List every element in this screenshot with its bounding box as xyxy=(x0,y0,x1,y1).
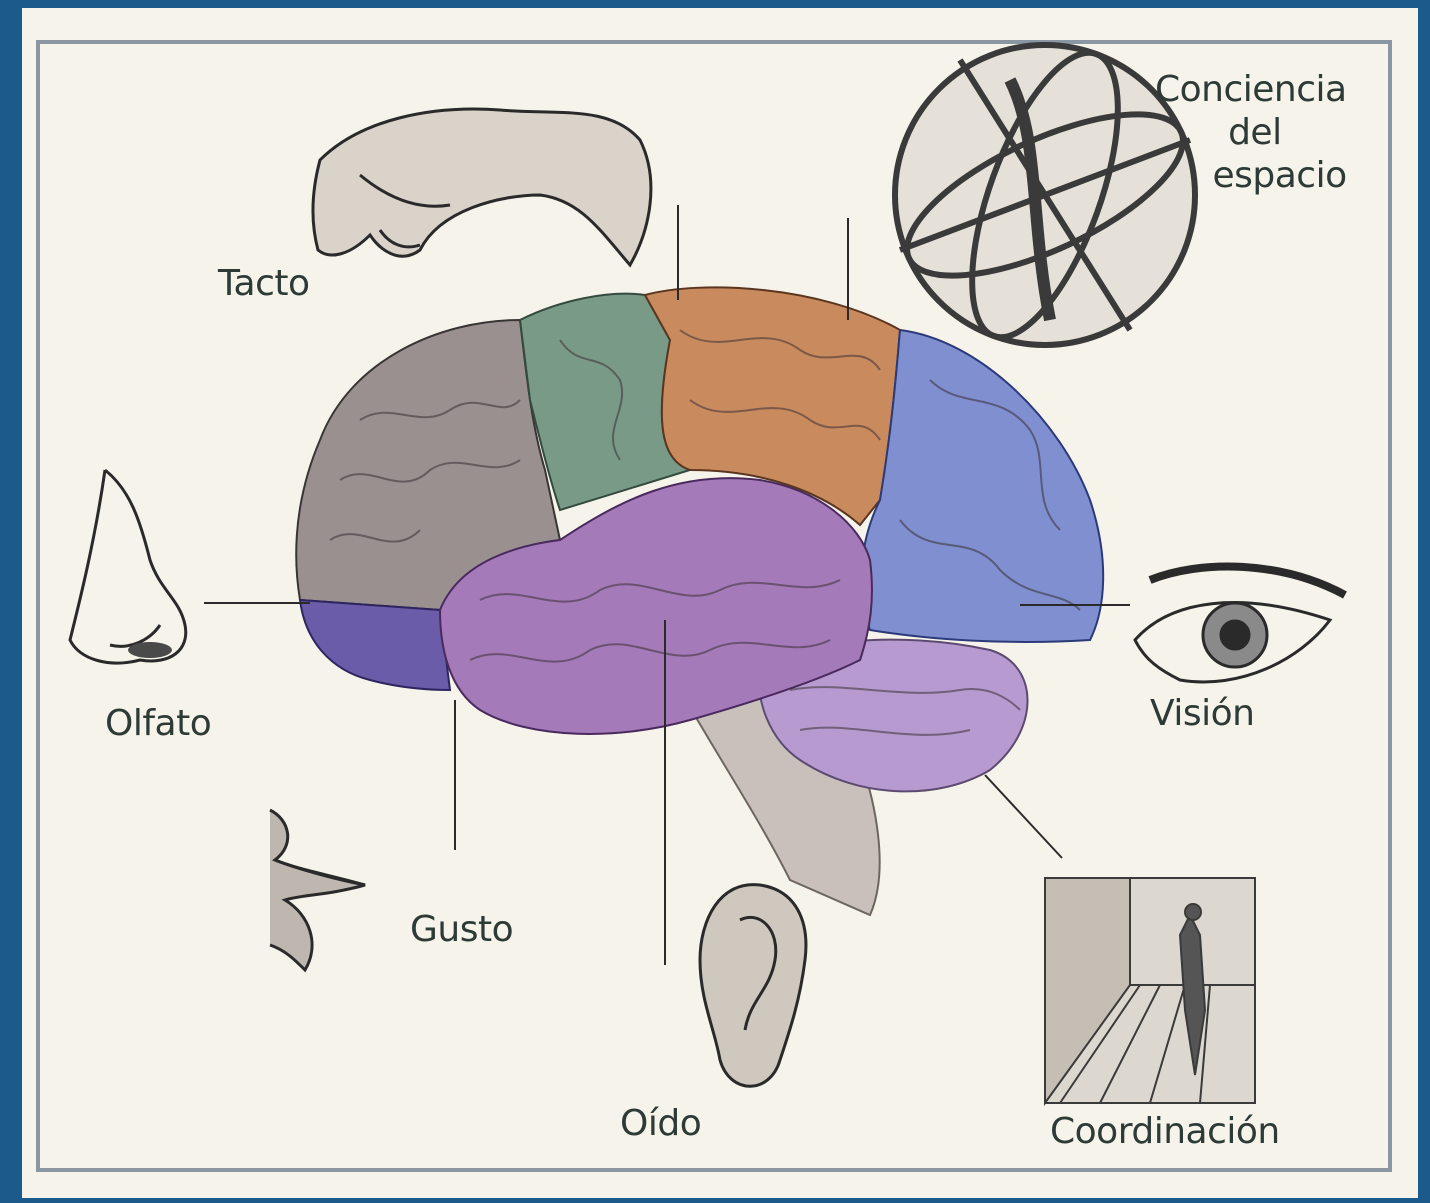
label-vision: Visión xyxy=(1150,692,1254,735)
label-tacto: Tacto xyxy=(218,262,310,305)
lips-icon xyxy=(270,810,365,970)
coordinacion-leader-line xyxy=(985,775,1062,858)
label-conciencia-line-2: del xyxy=(1155,111,1347,154)
olfactory-region xyxy=(300,600,450,690)
label-oido: Oído xyxy=(620,1102,701,1145)
label-conciencia-line-1: Conciencia xyxy=(1155,68,1347,111)
perspective-figure-icon xyxy=(1045,878,1255,1103)
label-olfato: Olfato xyxy=(105,702,211,745)
nose-icon xyxy=(70,470,186,663)
ear-icon xyxy=(700,885,806,1087)
label-conciencia-line-3: espacio xyxy=(1155,154,1347,197)
label-conciencia-del-espacio: Conciencia del espacio xyxy=(1155,68,1347,198)
label-gusto: Gusto xyxy=(410,908,513,951)
occipital-lobe xyxy=(861,330,1103,642)
label-coordinacion: Coordinación xyxy=(1050,1110,1280,1153)
hand-icon xyxy=(313,109,651,265)
eye-icon xyxy=(1135,566,1345,681)
